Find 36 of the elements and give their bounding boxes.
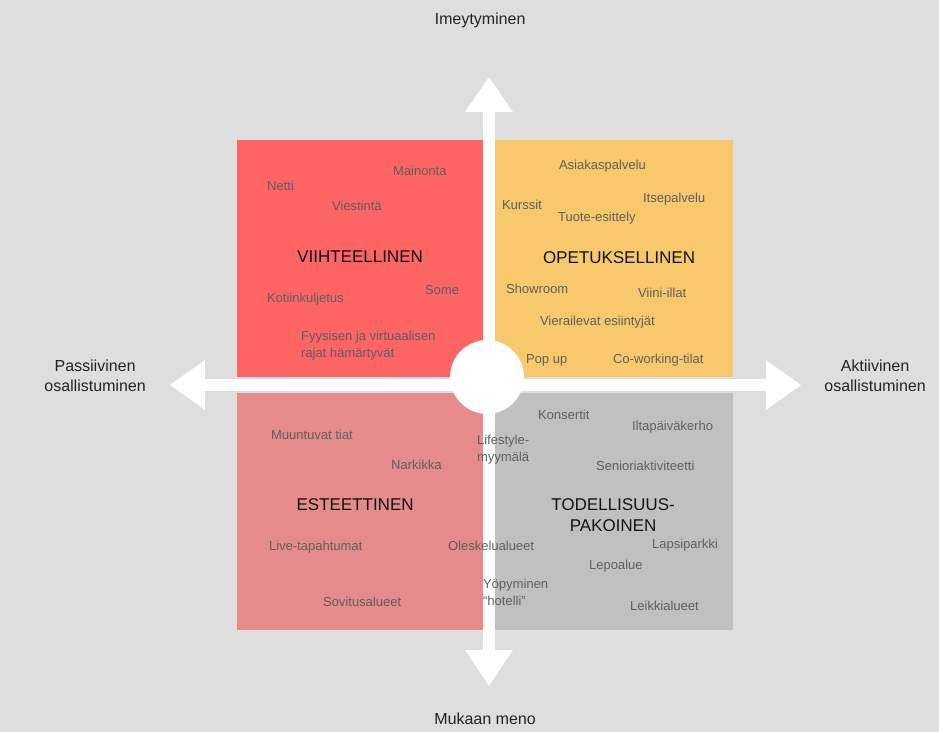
quadrant-panel <box>495 140 733 377</box>
keyword-text: Narkikka <box>391 456 442 473</box>
keyword-text: Fyysisen ja virtuaalisen rajat hämärtyvät <box>301 327 436 361</box>
keyword-text: Vierailevat esiintyjät <box>540 312 655 329</box>
keyword-text: Itsepalvelu <box>643 189 706 206</box>
quadrant-title: TODELLISUUS- PAKOINEN <box>550 494 676 536</box>
axis-label: Passiivinen osallistuminen <box>43 357 147 397</box>
keyword-text: Muuntuvat tiat <box>271 426 353 443</box>
keyword-text: Mainonta <box>393 162 446 179</box>
keyword-text: Pop up <box>526 350 568 367</box>
quadrant-title: OPETUKSELLINEN <box>542 247 696 268</box>
keyword-text: Some <box>425 281 459 298</box>
keyword-text: Showroom <box>506 280 568 297</box>
keyword-text: Tuote-esittely <box>558 208 636 225</box>
quadrant-title: VIIHTEELLINEN <box>296 246 424 267</box>
axis-label: Aktiivinen osallistuminen <box>823 357 927 397</box>
keyword-text: Viini-illat <box>638 284 686 301</box>
axis-label: Mukaan meno <box>433 710 537 730</box>
keyword-text: Lepoalue <box>589 556 642 573</box>
keyword-text: Netti <box>267 177 294 194</box>
keyword-text: Konsertit <box>538 406 590 423</box>
keyword-text: Viestintä <box>332 197 382 214</box>
axis-label: Imeytyminen <box>434 10 526 30</box>
keyword-text: Lapsiparkki <box>652 535 718 552</box>
keyword-text: Iltapäiväkerho <box>632 417 713 434</box>
keyword-text: Kotiinkuljetus <box>267 289 344 306</box>
keyword-text: Live-tapahtumat <box>269 537 362 554</box>
keyword-text: Leikkialueet <box>630 597 699 614</box>
keyword-text: Oleskelualueet <box>448 537 534 554</box>
keyword-text: Sovitusalueet <box>323 593 402 610</box>
quadrant-panel <box>237 140 485 377</box>
quadrant-title: ESTEETTINEN <box>295 494 415 515</box>
keyword-text: Asiakaspalvelu <box>559 156 646 173</box>
keyword-text: Co-working-tilat <box>613 350 704 367</box>
keyword-text: Senioriaktiviteetti <box>596 457 694 474</box>
keyword-text: Kurssit <box>502 196 542 213</box>
